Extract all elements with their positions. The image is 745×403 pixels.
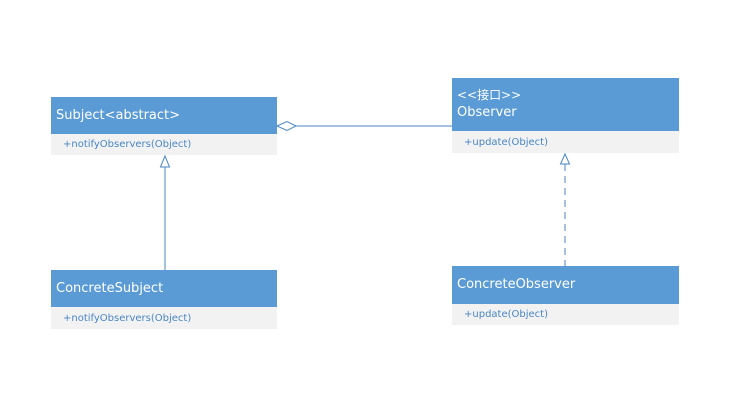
observer-interface[interactable]: <<接口>> Observer +update(Object) — [452, 78, 679, 153]
concrete-subject-method: +notifyObservers(Object) — [63, 312, 192, 324]
concrete-observer-class-header: ConcreteObserver — [452, 266, 679, 304]
realization-arrowhead — [559, 152, 571, 165]
observer-method-list: +update(Object) — [452, 131, 679, 153]
concrete-subject-class[interactable]: ConcreteSubject +notifyObservers(Object) — [51, 270, 277, 329]
concrete-observer-method-list: +update(Object) — [452, 304, 679, 325]
observer-interface-name: Observer — [457, 105, 517, 120]
observer-stereotype: <<接口>> — [457, 88, 522, 102]
subject-class-header: Subject<abstract> — [51, 97, 277, 134]
subject-class-name: Subject<abstract> — [56, 107, 181, 123]
observer-method: +update(Object) — [464, 136, 548, 148]
concrete-observer-class[interactable]: ConcreteObserver +update(Object) — [452, 266, 679, 325]
subject-class[interactable]: Subject<abstract> +notifyObservers(Objec… — [51, 97, 277, 155]
inheritance-arrowhead — [159, 154, 171, 168]
observer-interface-header: <<接口>> Observer — [452, 78, 679, 131]
aggregation-diamond — [275, 120, 298, 132]
subject-method-list: +notifyObservers(Object) — [51, 134, 277, 155]
concrete-subject-method-list: +notifyObservers(Object) — [51, 307, 277, 329]
concrete-observer-class-name: ConcreteObserver — [457, 277, 576, 292]
concrete-subject-class-name: ConcreteSubject — [56, 280, 164, 296]
concrete-observer-method: +update(Object) — [464, 309, 548, 320]
subject-method: +notifyObservers(Object) — [63, 139, 192, 150]
concrete-subject-class-header: ConcreteSubject — [51, 270, 277, 307]
